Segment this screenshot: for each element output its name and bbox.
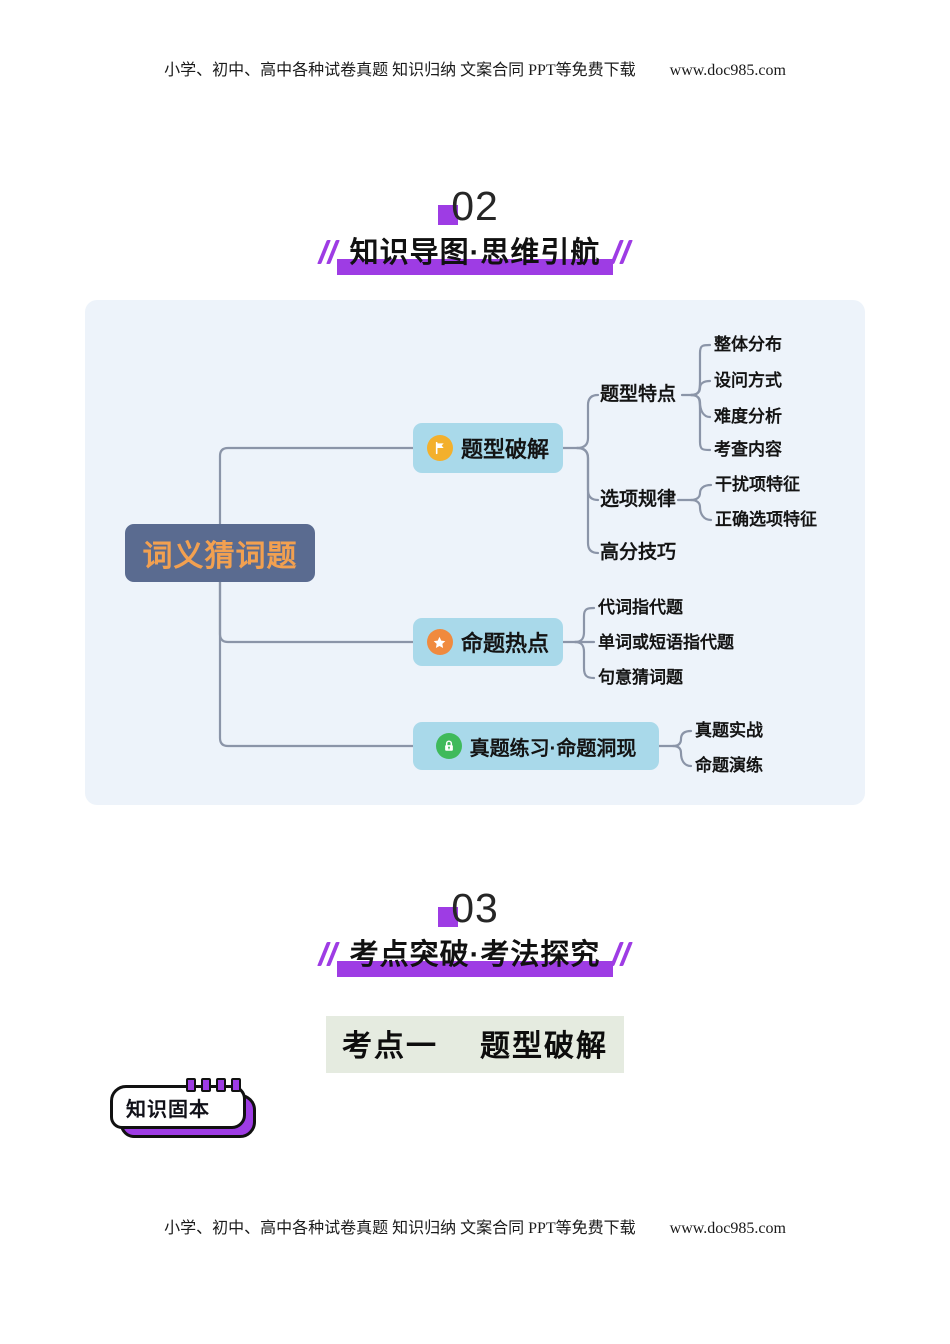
- badge-label: 知识固本: [126, 1098, 210, 1121]
- exam-point-row: 考点一 题型破解: [0, 1016, 950, 1073]
- section-title: 知识导图·思维引航: [349, 237, 601, 269]
- section-title: 考点突破·考法探究: [349, 939, 601, 971]
- exam-point-heading: 考点一 题型破解: [326, 1016, 624, 1073]
- leaf-label: 整体分布: [714, 335, 782, 354]
- section-number-square: [438, 205, 459, 225]
- star-icon: [426, 629, 453, 655]
- section-02-header: 02 知识导图·思维引航: [0, 183, 950, 275]
- section-number: 02: [451, 183, 499, 229]
- connector-lines: [218, 343, 713, 768]
- slash-icon: [610, 239, 634, 264]
- header-text: 小学、初中、高中各种试卷真题 知识归纳 文案合同 PPT等免费下载: [164, 62, 636, 79]
- exam-point-label: 考点一: [342, 1030, 438, 1063]
- title-underline-bar: [336, 259, 614, 275]
- mindmap-root-node: 词义猜词题: [125, 524, 315, 582]
- leaf-label: 干扰项特征: [715, 475, 800, 494]
- leaf-label: 正确选项特征: [715, 510, 817, 529]
- section-03-header: 03 考点突破·考法探究: [0, 885, 950, 977]
- leaf-label: 设问方式: [714, 371, 782, 390]
- leaf-label: 真题实战: [695, 721, 763, 740]
- header-site-url[interactable]: www.doc985.com: [669, 62, 786, 79]
- footer-site-url[interactable]: www.doc985.com: [669, 1220, 786, 1237]
- exam-point-title: 题型破解: [480, 1030, 608, 1063]
- page-footer: 小学、初中、高中各种试卷真题 知识归纳 文案合同 PPT等免费下载 www.do…: [0, 1214, 950, 1238]
- knowledge-badge: 知识固本: [110, 1078, 270, 1145]
- badge-decoration-squares: [186, 1078, 241, 1092]
- section-number: 03: [451, 885, 499, 931]
- leaf-label: 单词或短语指代题: [598, 633, 734, 652]
- branch-label: 真题练习·命题洞现: [469, 737, 637, 760]
- flag-icon: [426, 435, 453, 461]
- subtopic-label: 选项规律: [600, 489, 677, 510]
- branch-node-题型破解: 题型破解: [413, 423, 563, 473]
- branch-node-真题练习: 真题练习·命题洞现: [413, 722, 659, 770]
- lock-icon: [435, 733, 462, 759]
- leaf-label: 句意猜词题: [598, 668, 683, 687]
- slash-icon: [316, 941, 340, 966]
- page-header: 小学、初中、高中各种试卷真题 知识归纳 文案合同 PPT等免费下载 www.do…: [0, 56, 950, 80]
- footer-text: 小学、初中、高中各种试卷真题 知识归纳 文案合同 PPT等免费下载: [164, 1220, 636, 1237]
- leaf-label: 难度分析: [714, 407, 782, 426]
- slash-icon: [610, 941, 634, 966]
- mindmap-panel: 词义猜词题 题型破解 命题热点 真题练习·命题洞现 题型特点 选项规律 高分技巧…: [85, 300, 865, 805]
- branch-label: 题型破解: [460, 437, 549, 462]
- subtopic-label: 高分技巧: [600, 542, 677, 563]
- root-label: 词义猜词题: [142, 540, 298, 573]
- slash-icon: [316, 239, 340, 264]
- branch-label: 命题热点: [460, 631, 549, 656]
- leaf-label: 代词指代题: [598, 598, 683, 617]
- badge-face: 知识固本: [110, 1085, 246, 1129]
- leaf-label: 考查内容: [714, 440, 782, 459]
- title-underline-bar: [336, 961, 614, 977]
- leaf-label: 命题演练: [695, 756, 763, 775]
- section-number-square: [438, 907, 459, 927]
- subtopic-label: 题型特点: [600, 384, 677, 405]
- branch-node-命题热点: 命题热点: [413, 618, 563, 666]
